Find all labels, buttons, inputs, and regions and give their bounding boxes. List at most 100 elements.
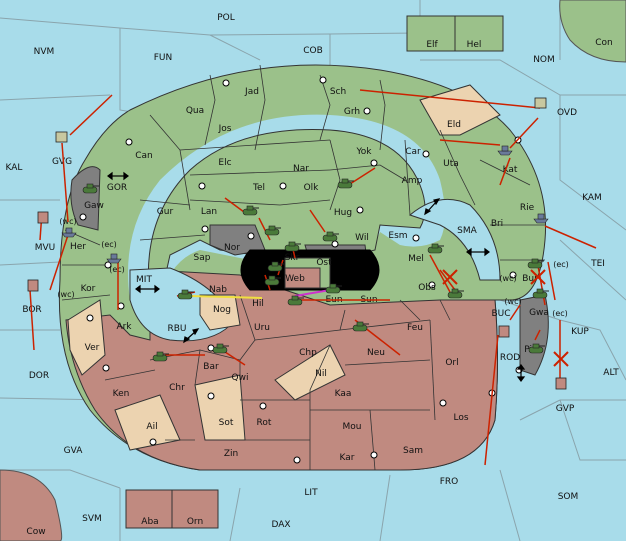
coast-tag: (wc) bbox=[504, 297, 521, 306]
sea-label-nom: NOM bbox=[533, 55, 555, 65]
label-gwa: Gwa bbox=[529, 308, 549, 318]
label-esm: Esm bbox=[388, 231, 407, 241]
passage-arrows bbox=[107, 171, 526, 382]
label-ark: Ark bbox=[116, 322, 132, 332]
label-rot: Rot bbox=[257, 418, 272, 428]
label-kar: Kar bbox=[340, 453, 355, 463]
sea-label-sma: SMA bbox=[457, 226, 477, 236]
label-con: Con bbox=[595, 38, 613, 48]
label-wil: Wil bbox=[355, 233, 369, 243]
army-icon bbox=[264, 225, 281, 236]
label-ost: Ost bbox=[316, 258, 332, 268]
fleet-icon bbox=[497, 145, 513, 156]
label-bri: Bri bbox=[491, 219, 503, 229]
con-region bbox=[559, 0, 626, 63]
label-jad: Jad bbox=[244, 87, 259, 97]
web-region bbox=[284, 267, 321, 289]
order-cancel-marks bbox=[442, 269, 569, 367]
sma-channel bbox=[408, 198, 501, 281]
aba-region bbox=[125, 489, 173, 529]
label-mel: Mel bbox=[408, 254, 424, 264]
label-kor: Kor bbox=[81, 284, 96, 294]
sea-label-nvm: NVM bbox=[34, 47, 55, 57]
ver-region bbox=[67, 299, 106, 376]
label-eld: Eld bbox=[447, 120, 461, 130]
sea-labels: POL NVM FUN COB NOM Con KAL KAM TEI ALT … bbox=[6, 13, 620, 537]
label-mou: Mou bbox=[343, 422, 362, 432]
sea-label-tei: TEI bbox=[590, 259, 605, 269]
sea-label-buc: BUC bbox=[491, 309, 510, 319]
sea-label-lit: LIT bbox=[304, 488, 318, 498]
fleet-icon bbox=[533, 213, 549, 224]
label-web: Web bbox=[285, 274, 305, 284]
label-elf: Elf bbox=[426, 40, 438, 50]
label-sap: Sap bbox=[194, 253, 211, 263]
coast-tag: (wc) bbox=[57, 290, 74, 299]
label-hug: Hug bbox=[334, 208, 352, 218]
label-los: Los bbox=[453, 413, 468, 423]
nil-region bbox=[274, 344, 346, 401]
label-nog: Nog bbox=[213, 305, 231, 315]
army-icon bbox=[528, 343, 545, 354]
unit-square-mvu bbox=[37, 211, 49, 224]
label-can: Can bbox=[135, 151, 153, 161]
gaw-gray-area bbox=[70, 166, 101, 231]
army-icon bbox=[322, 231, 339, 242]
label-sch: Sch bbox=[330, 87, 346, 97]
label-obs: Obs bbox=[418, 283, 436, 293]
support-line-magenta bbox=[294, 289, 331, 297]
pir-region bbox=[519, 294, 549, 376]
sea-label-kal: KAL bbox=[6, 163, 23, 173]
unit-square-gvg bbox=[55, 131, 68, 143]
army-units bbox=[82, 178, 549, 362]
sea-label-rbu: RBU bbox=[167, 324, 186, 334]
support-line-yellow bbox=[189, 295, 263, 299]
label-aba: Aba bbox=[141, 517, 158, 527]
label-yok: Yok bbox=[355, 147, 372, 157]
sea-label-mvu: MVU bbox=[35, 243, 56, 253]
sea-label-dax: DAX bbox=[271, 520, 290, 530]
label-neu: Neu bbox=[367, 348, 385, 358]
label-gur: Gur bbox=[157, 207, 174, 217]
label-qwi: Qwi bbox=[232, 373, 249, 383]
inner-green-ring bbox=[147, 129, 426, 301]
unit-square-gvp bbox=[555, 377, 567, 390]
sea-label-gvg: GVG bbox=[52, 157, 72, 167]
label-cow: Cow bbox=[26, 527, 45, 537]
label-nor: Nor bbox=[224, 243, 240, 253]
army-icon bbox=[152, 351, 169, 362]
label-ail: Ail bbox=[146, 422, 157, 432]
label-chr: Chr bbox=[169, 383, 185, 393]
nog-region bbox=[199, 294, 241, 331]
label-grh: Grh bbox=[344, 107, 360, 117]
sea-label-rod: ROD bbox=[500, 353, 520, 363]
army-icon bbox=[337, 178, 354, 189]
label-qua: Qua bbox=[186, 106, 204, 116]
label-orl: Orl bbox=[445, 358, 458, 368]
army-icon bbox=[532, 288, 549, 299]
army-icon bbox=[177, 289, 194, 300]
label-chp: Chp bbox=[299, 348, 317, 358]
sea-label-som: SOM bbox=[558, 492, 579, 502]
label-kaa: Kaa bbox=[335, 389, 352, 399]
label-hil: Hil bbox=[252, 299, 264, 309]
sea-label-kup: KUP bbox=[571, 327, 589, 337]
label-olk: Olk bbox=[304, 183, 320, 193]
coast-tag: (ec) bbox=[553, 260, 569, 269]
sea-label-gor: GOR bbox=[107, 183, 127, 193]
army-icon bbox=[82, 183, 99, 194]
unit-square-buc bbox=[498, 325, 510, 338]
sea-label-gva: GVA bbox=[64, 446, 84, 456]
label-zin: Zin bbox=[224, 449, 238, 459]
red-land-labels: Web Nab Sun Obs Rie Bur Gwa Hil Uru Feu … bbox=[113, 203, 549, 527]
coast-tag: (ec) bbox=[109, 265, 125, 274]
label-feu: Feu bbox=[407, 323, 423, 333]
label-tel: Tel bbox=[252, 183, 265, 193]
sea-label-fro: FRO bbox=[440, 477, 459, 487]
label-sam: Sam bbox=[403, 446, 423, 456]
label-her: Her bbox=[70, 242, 86, 252]
label-amp: Amp bbox=[402, 176, 423, 186]
sea-label-dor: DOR bbox=[29, 371, 49, 381]
army-icon bbox=[325, 283, 342, 294]
